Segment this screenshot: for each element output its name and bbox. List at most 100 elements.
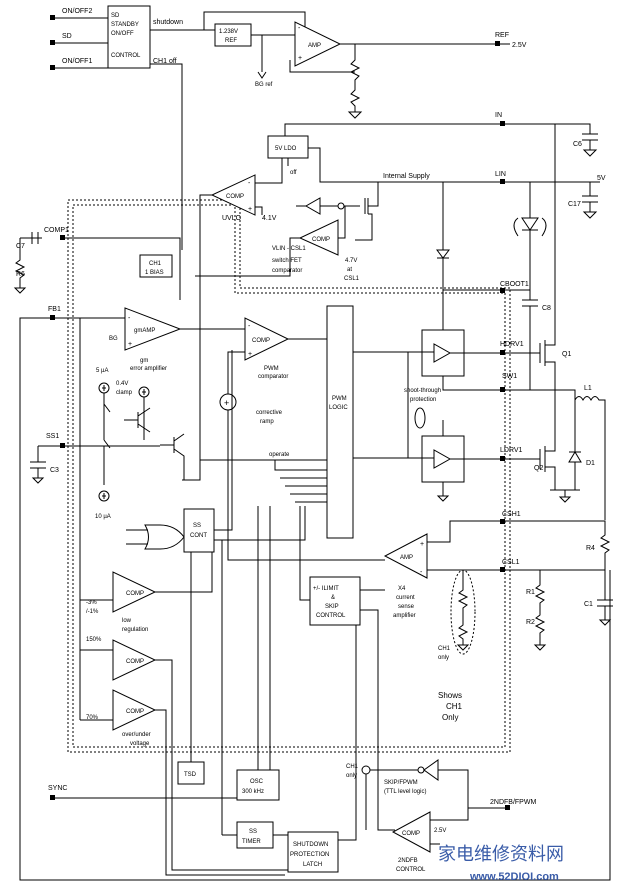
bg-label: BG (109, 336, 118, 342)
pin-on-off2[interactable]: ON/OFF2 (50, 8, 108, 20)
svg-text:1 BIAS: 1 BIAS (145, 270, 164, 276)
amplifier-label: amplifier (393, 613, 416, 619)
svg-text:PWM: PWM (332, 396, 347, 402)
c8-label: C8 (542, 305, 551, 312)
pin-comp1[interactable]: COMP1 (44, 227, 69, 240)
ldo-block: 5V LDO (267, 135, 309, 159)
svg-text:+: + (420, 541, 424, 548)
low-reg-threshold-1: -3% (86, 600, 97, 606)
svg-text:REF: REF (225, 38, 237, 44)
svg-text:SW1: SW1 (502, 373, 517, 380)
svg-text:AMP: AMP (400, 555, 413, 561)
low-regulation-comparator: COMP (112, 571, 157, 613)
10ua-current-source (98, 490, 110, 502)
2ndfb-control-label: CONTROL (396, 867, 426, 873)
svg-text:+: + (248, 351, 252, 358)
voltage-label: voltage (130, 741, 150, 747)
uv-comparator: COMP (112, 689, 157, 731)
corrective-ramp-sum: + (219, 393, 237, 411)
svg-text:+/- ILIMIT: +/- ILIMIT (313, 586, 339, 592)
5ua-label: 5 µA (96, 368, 108, 374)
osc-block: OSC 300 kHz (236, 769, 280, 801)
ov-comparator: COMP (112, 639, 157, 681)
pin-cboot1[interactable]: CBOOT1 (500, 281, 529, 293)
pin-ss1[interactable]: SS1 (46, 433, 65, 448)
svg-text:-: - (248, 180, 251, 187)
svg-text:SS: SS (193, 523, 201, 529)
low-label: low (122, 618, 132, 624)
regulation-label: regulation (122, 627, 148, 633)
svg-text:2NDFB/FPWM: 2NDFB/FPWM (490, 799, 536, 806)
svg-text:CSL1: CSL1 (502, 559, 520, 566)
svg-text:SYNC: SYNC (48, 785, 67, 792)
ramp-label: ramp (260, 419, 274, 425)
ch1-bias-block: CH1 1 BIAS (139, 254, 173, 278)
operate-label: operate (269, 452, 290, 458)
pwm-comparator-label: comparator (258, 374, 288, 380)
c7-label: C7 (16, 243, 25, 250)
svg-text:家电维修资料网: 家电维修资料网 (438, 844, 564, 865)
svg-text:1.238V: 1.238V (219, 29, 238, 35)
pin-ldrv1[interactable]: LDRV1 (500, 447, 523, 461)
svg-text:www.52DIOI.com: www.52DIOI.com (469, 871, 559, 883)
shows-ch1-label: CH1 (446, 702, 463, 711)
svg-text:SS: SS (249, 829, 257, 835)
csl1-threshold-2: at (347, 267, 352, 273)
protection-label: protection (410, 397, 436, 403)
svg-text:COMP: COMP (126, 591, 144, 597)
pin-2ndfb-fpwm[interactable]: 2NDFB/FPWM (490, 799, 536, 810)
vlin-csl1-label: VLIN - CSL1 (272, 246, 306, 252)
pin-csh1[interactable]: CSH1 (500, 511, 521, 524)
corrective-label: corrective (256, 410, 283, 416)
svg-text:+: + (298, 55, 302, 62)
current-label: current (396, 595, 415, 601)
pin-lin[interactable]: LIN (495, 171, 506, 184)
svg-text:SKIP: SKIP (325, 604, 339, 610)
pin-csl1[interactable]: CSL1 (500, 559, 520, 572)
ss-cont-block: SS CONT (183, 508, 215, 553)
svg-text:CBOOT1: CBOOT1 (500, 281, 529, 288)
svg-text:LOGIC: LOGIC (329, 405, 348, 411)
2ndfb-threshold: 2.5V (434, 828, 446, 834)
svg-text:COMP: COMP (126, 659, 144, 665)
skip-fpwm-label: SKIP/FPWM (384, 780, 418, 786)
svg-text:COMP: COMP (402, 831, 420, 837)
svg-text:ON/OFF1: ON/OFF1 (62, 58, 92, 65)
svg-text:TSD: TSD (184, 772, 197, 778)
shows-label: Shows (438, 691, 462, 700)
clamp-0v4-label: 0.4V (116, 381, 128, 387)
pin-sync[interactable]: SYNC (48, 785, 67, 800)
svg-text:TIMER: TIMER (242, 839, 261, 845)
ch1-only-b-label: CH1 (346, 764, 359, 770)
watermark: 家电维修资料网 www.52DIOI.com (438, 844, 564, 883)
2ndfb-label: 2NDFB (398, 858, 418, 864)
svg-text:-: - (298, 25, 301, 32)
svg-text:COMP: COMP (312, 237, 330, 243)
pin-ref[interactable]: REF 2.5V (495, 32, 527, 49)
pin-sd[interactable]: SD (50, 33, 108, 45)
sd-control-block: SD STANDBY ON/OFF CONTROL (107, 5, 151, 69)
off-label: off (290, 170, 297, 176)
x4-label: X4 (398, 586, 406, 592)
svg-text:gmAMP: gmAMP (134, 328, 155, 334)
pin-hdrv1[interactable]: HDRV1 (500, 341, 524, 355)
pin-on-off1[interactable]: ON/OFF1 (50, 58, 108, 70)
low-reg-threshold-2: /-1% (86, 609, 99, 615)
150-label: 150% (86, 637, 102, 643)
d1-label: D1 (586, 460, 595, 467)
shutdown-latch-block: SHUTDOWN PROTECTION LATCH (287, 831, 339, 873)
svg-text:+: + (128, 341, 132, 348)
pwm-label: PWM (264, 366, 279, 372)
ch1-only-label: CH1 (438, 646, 451, 652)
svg-text:COMP1: COMP1 (44, 227, 69, 234)
pin-sw1[interactable]: SW1 (500, 373, 517, 392)
ref-amp: AMP - + (294, 21, 342, 67)
current-sense-amplifier: AMP + - (383, 533, 428, 579)
l1-label: L1 (584, 385, 592, 392)
sense-label: sense (398, 604, 415, 610)
shows-only-label: Only (442, 713, 458, 722)
svg-text:+: + (248, 206, 252, 213)
svg-text:-: - (420, 569, 423, 576)
10ua-label: 10 µA (95, 514, 111, 520)
shutdown-label: shutdown (153, 19, 183, 26)
